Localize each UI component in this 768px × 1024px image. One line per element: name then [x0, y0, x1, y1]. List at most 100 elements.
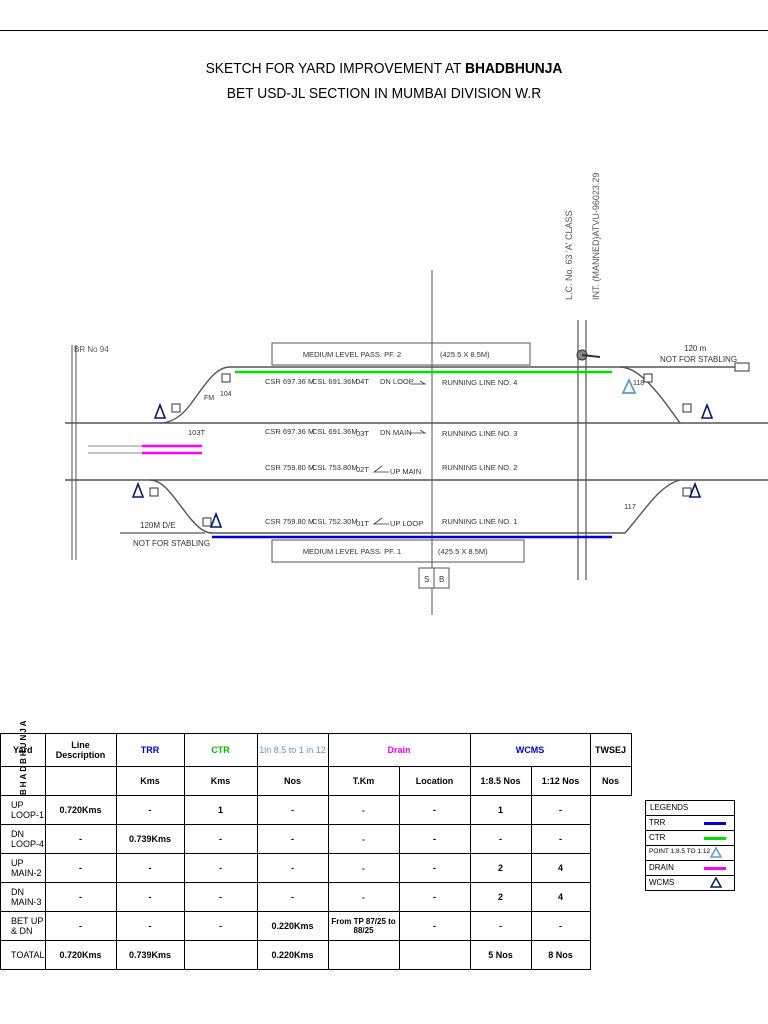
header-wcms: WCMS: [469, 733, 591, 767]
cell-w85: -: [398, 911, 471, 941]
legend-trr-label: TRR: [649, 818, 666, 827]
cell-point: -: [183, 882, 258, 912]
cell-trr: -: [44, 824, 117, 854]
cell-trr: 0.720Kms: [44, 940, 117, 970]
cell-w85: -: [398, 824, 471, 854]
wcms-triangle-icon: [131, 481, 145, 498]
line-2-code: 02T: [356, 465, 369, 474]
legend-trr-swatch: [704, 822, 726, 825]
yard-name: BHADBHUNJA: [0, 719, 46, 796]
stabling-left-label: NOT FOR STABLING: [133, 539, 210, 548]
unit-ctr: Kms: [183, 766, 258, 796]
header-twsej: TWSEJ: [589, 733, 632, 767]
legend-drain-label: DRAIN: [649, 863, 674, 872]
line-2-csr: CSR 759.80 M: [265, 463, 314, 472]
legend-trr-row: TRR: [646, 815, 734, 830]
cell-loc: -: [327, 882, 400, 912]
line-description-cell: TOATAL: [0, 940, 46, 970]
line-3-csr: CSR 697.36 M: [265, 427, 314, 436]
dn-main-arrow-icon: [410, 429, 427, 434]
platform-2-size: (425.5 X 8.5M): [440, 350, 490, 359]
point-machine-118: [643, 373, 653, 383]
cell-tkm: 0.220Kms: [256, 911, 329, 941]
cell-tkm: -: [256, 853, 329, 883]
unit-drain-location: Location: [398, 766, 471, 796]
cell-trr: -: [44, 911, 117, 941]
line-4-csl: CSL 691.36M: [312, 377, 358, 386]
point-103t-label: 103T: [188, 428, 206, 437]
platform-1-size: (425.5 X 8.5M): [438, 547, 488, 556]
line-3-csl: CSL 691.36M: [312, 427, 358, 436]
point-machine-fm: [221, 373, 231, 383]
cell-tkm: -: [256, 824, 329, 854]
platform-1-label: MEDIUM LEVEL PASS. PF. 1: [303, 547, 401, 556]
header-point: 1in 8.5 to 1 in 12: [256, 733, 329, 767]
line-4-name: DN LOOP: [380, 377, 414, 386]
cell-w12: -: [469, 911, 532, 941]
header-ctr: CTR: [183, 733, 258, 767]
cell-twsej: -: [530, 911, 591, 941]
line-description-cell: DN MAIN-3: [0, 882, 46, 912]
lc-label-1: L.C. No. 63 'A' CLASS: [564, 211, 574, 300]
cell-w12: 5 Nos: [469, 940, 532, 970]
line-1-csl: CSL 752.30M: [312, 517, 358, 526]
table-row: DN LOOP-4-0.739Kms------: [0, 824, 632, 854]
line-1-csr: CSR 759.80 M: [265, 517, 314, 526]
legend-point-label: POINT 1:8.5 TO 1:12: [649, 848, 711, 855]
unit-wcms-12: 1:12 Nos: [530, 766, 591, 796]
legend-drain-swatch: [704, 867, 726, 870]
gate-boom: [581, 354, 601, 358]
drawing-sheet: [0, 30, 768, 993]
title-line-2: BET USD-JL SECTION IN MUMBAI DIVISION W.…: [226, 85, 542, 102]
cell-ctr: -: [115, 853, 185, 883]
crossover-104: [159, 366, 231, 424]
cell-twsej: 8 Nos: [530, 940, 591, 970]
platform-1-box: [271, 539, 525, 563]
crossover-118: [619, 366, 681, 424]
line-4-running: RUNNING LINE NO. 4: [442, 378, 517, 387]
stabling-left-length: 120M D/E: [140, 521, 176, 530]
unit-trr: Kms: [115, 766, 185, 796]
station-name: BHADBHUNJA: [465, 60, 563, 77]
point-machine-left-loop: [202, 517, 212, 527]
cell-twsej: 4: [530, 882, 591, 912]
unit-drain-tkm: T.Km: [327, 766, 400, 796]
line-description-cell: UP LOOP-1: [0, 795, 46, 825]
line-description-cell: UP MAIN-2: [0, 853, 46, 883]
line-3-running: RUNNING LINE NO. 3: [442, 429, 517, 438]
quantity-table: Yard Line Description TRR CTR 1in 8.5 to…: [0, 719, 632, 970]
table-header-row: Yard Line Description TRR CTR 1in 8.5 to…: [0, 733, 632, 767]
unit-twsej: Nos: [589, 766, 632, 796]
up-loop-arrow-icon: [372, 517, 389, 525]
cell-twsej: -: [530, 795, 591, 825]
wcms-triangle-icon: [209, 511, 223, 528]
wcms-triangle-icon: [700, 402, 714, 419]
cell-loc: -: [327, 853, 400, 883]
cell-w85: -: [398, 795, 471, 825]
lc-label-2: INT. (MANNED)ATVU-96023.29: [591, 173, 601, 300]
title-line-1: SKETCH FOR YARD IMPROVEMENT AT BHADBHUNJ…: [205, 60, 563, 77]
cell-tkm: 0.220Kms: [256, 940, 329, 970]
legend-ctr-row: CTR: [646, 830, 734, 845]
legend-point-triangle-icon: [710, 847, 722, 858]
legend-box: LEGENDS TRR CTR POINT 1:8.5 TO 1:12 DRAI…: [645, 800, 735, 891]
line-3-code: 03T: [356, 429, 369, 438]
yard-layout-diagram: L.C. No. 63 'A' CLASS INT. (MANNED)ATVU-…: [65, 173, 768, 615]
cell-w85: -: [398, 853, 471, 883]
cell-w12: 1: [469, 795, 532, 825]
line-3-name: DN MAIN: [380, 428, 412, 437]
legend-ctr-swatch: [704, 837, 726, 840]
buffer-stop-right: [734, 362, 750, 372]
stabling-right-label: NOT FOR STABLING: [660, 355, 737, 364]
cell-loc: [327, 940, 400, 970]
cell-point: [183, 940, 258, 970]
cell-twsej: 4: [530, 853, 591, 883]
line-2-csl: CSL 753.80M: [312, 463, 358, 472]
cell-ctr: -: [115, 882, 185, 912]
legend-wcms-label: WCMS: [649, 878, 675, 887]
line-description-cell: BET UP & DN: [0, 911, 46, 941]
cell-point: -: [183, 853, 258, 883]
